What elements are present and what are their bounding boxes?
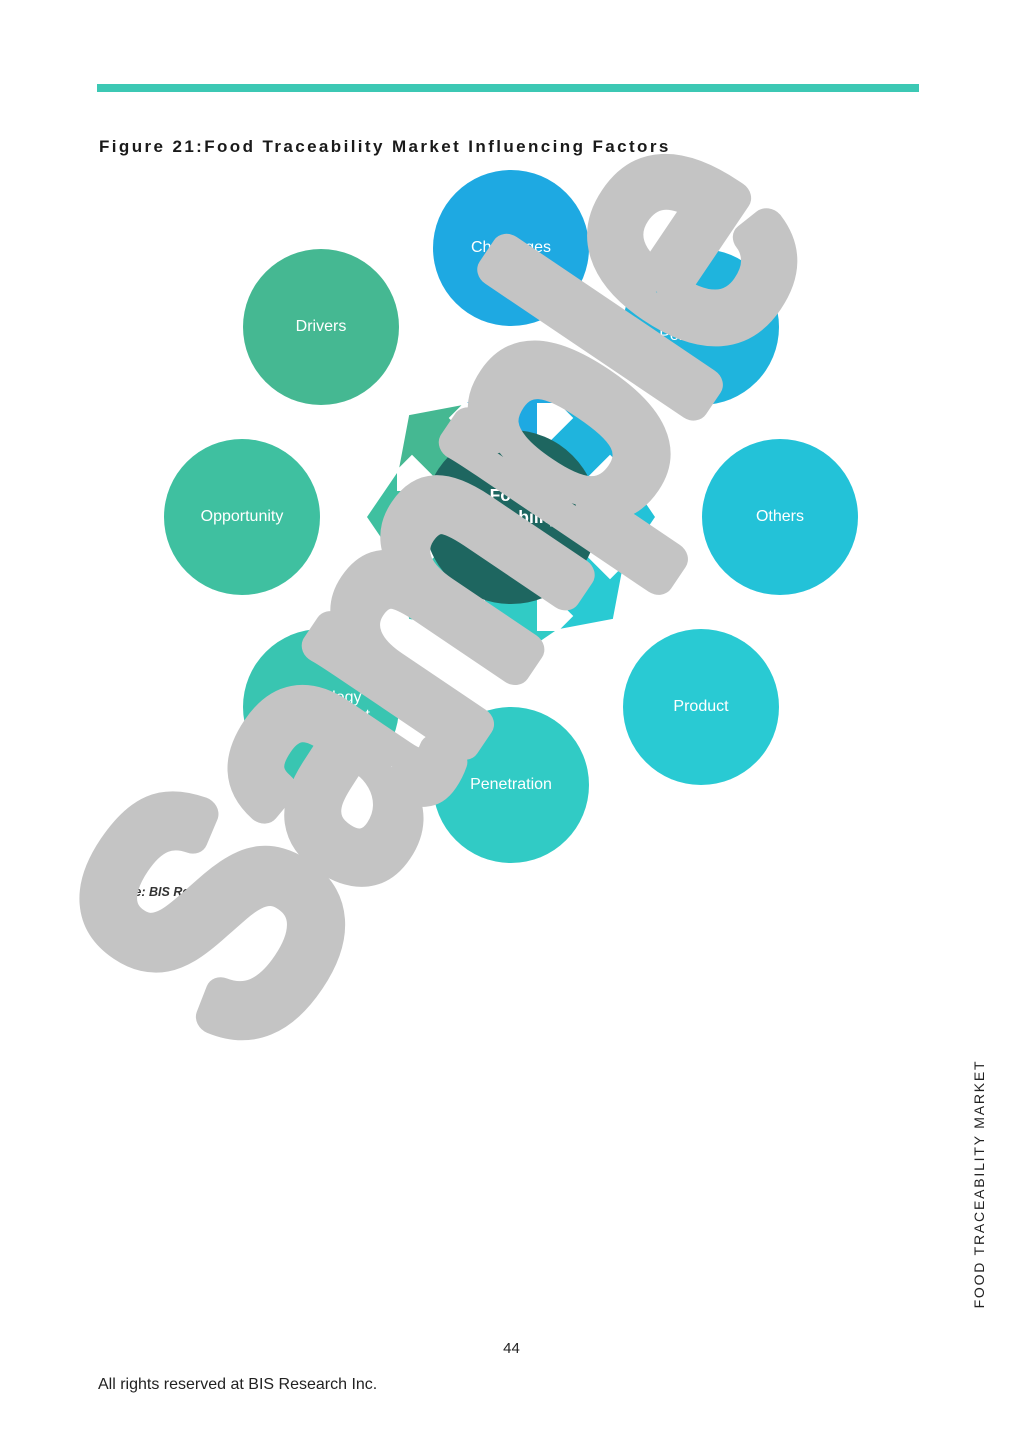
node-opportunity: Opportunity	[164, 439, 320, 595]
node-penetration-label: Penetration	[470, 776, 552, 793]
arrow-challenges-icon	[467, 373, 555, 437]
node-opportunity-label: Opportunity	[200, 508, 284, 525]
node-drivers: Drivers	[243, 249, 399, 405]
side-running-title: FOOD TRACEABILITY MARKET	[971, 1059, 987, 1309]
source-note: Source: BIS Research Analysis	[99, 885, 285, 899]
figure-title: Figure 21:Food Traceability Market Influ…	[99, 137, 671, 156]
node-challenges-label: Challenges	[470, 239, 552, 256]
node-end-users-perspective-label: End Users Perspective	[659, 309, 743, 344]
arrow-opportunity-icon	[367, 473, 431, 561]
node-others-label: Others	[755, 508, 804, 525]
arrow-others-icon	[591, 473, 655, 561]
node-others: Others	[702, 439, 858, 595]
node-drivers-label: Drivers	[295, 318, 347, 335]
node-product-label: Product	[673, 698, 729, 715]
page-number: 44	[503, 1340, 520, 1357]
node-technology-advancement-label: Technology Advancement	[272, 689, 370, 724]
node-technology-advancement: Technology Advancement	[243, 629, 399, 785]
top-rule	[97, 84, 919, 92]
center-node: Food Traceability Market	[424, 430, 598, 604]
footer-copyright: All rights reserved at BIS Research Inc.	[98, 1376, 378, 1393]
node-challenges: Challenges	[433, 170, 589, 326]
node-end-users-perspective: End Users Perspective	[623, 249, 779, 405]
node-product: Product	[623, 629, 779, 785]
arrow-penetration-icon	[467, 597, 555, 661]
center-node-label: Food Traceability Market	[462, 485, 560, 549]
node-penetration: Penetration	[433, 707, 589, 863]
